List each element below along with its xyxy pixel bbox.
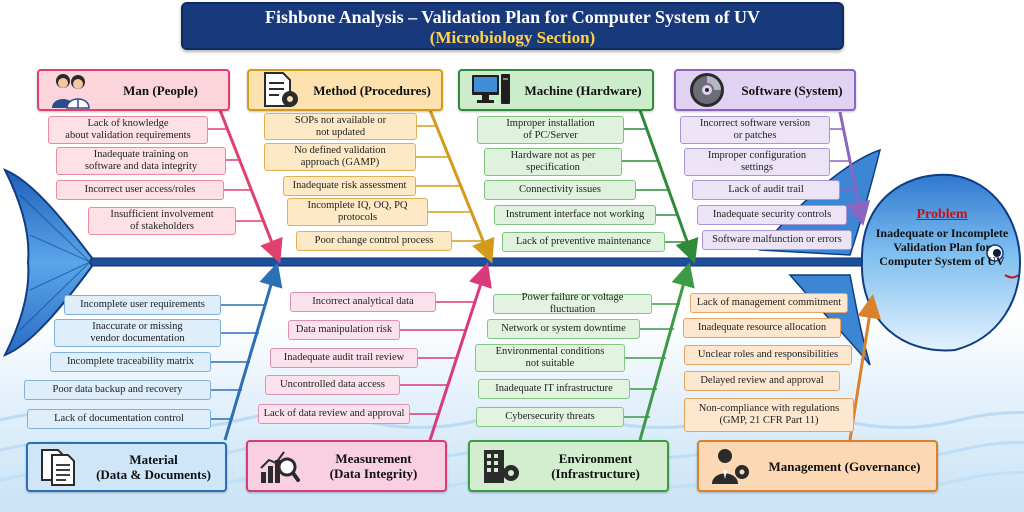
problem-statement: Problem Inadequate or Incomplete Validat… bbox=[866, 208, 1018, 350]
category-method-label: Method (Procedures) bbox=[313, 82, 431, 98]
cause-box: Environmental conditions not suitable bbox=[475, 344, 625, 372]
category-management-label: Management (Governance) bbox=[768, 458, 921, 474]
bone-measurement bbox=[428, 262, 492, 441]
manager-gear-icon bbox=[712, 449, 749, 484]
cause-box: Poor change control process bbox=[296, 231, 452, 251]
cause-box: Inadequate IT infrastructure bbox=[478, 379, 630, 399]
disc-icon bbox=[690, 73, 724, 107]
category-material-label: Material (Data & Documents) bbox=[96, 452, 211, 482]
document-gear-icon bbox=[264, 72, 298, 107]
cause-box: No defined validation approach (GAMP) bbox=[264, 143, 416, 171]
chart-magnifier-icon bbox=[260, 451, 300, 483]
cause-box: Non-compliance with regulations (GMP, 21… bbox=[684, 398, 854, 432]
cause-box: Software malfunction or errors bbox=[702, 230, 852, 250]
cause-box: Improper installation of PC/Server bbox=[477, 116, 624, 144]
cause-box: Incomplete traceability matrix bbox=[50, 352, 211, 372]
cause-box: Incorrect analytical data bbox=[290, 292, 436, 312]
cause-box: Incomplete user requirements bbox=[64, 295, 221, 315]
bone-software bbox=[838, 111, 871, 226]
building-gear-icon bbox=[484, 450, 519, 483]
cause-box: Power failure or voltage fluctuation bbox=[493, 292, 652, 315]
cause-box: Connectivity issues bbox=[484, 180, 636, 200]
bone-machine bbox=[638, 109, 699, 264]
documents-icon bbox=[41, 449, 75, 486]
category-man-label: Man (People) bbox=[123, 82, 198, 98]
cause-box: Improper configuration settings bbox=[684, 148, 830, 176]
cause-box: Unclear roles and responsibilities bbox=[684, 345, 852, 365]
category-measurement-label: Measurement (Data Integrity) bbox=[329, 451, 418, 481]
category-software-label: Software (System) bbox=[741, 82, 843, 98]
cause-box: Lack of data review and approval bbox=[258, 404, 410, 424]
problem-text: Inadequate or Incomplete Validation Plan… bbox=[875, 226, 1009, 268]
category-software: Software (System) bbox=[674, 69, 856, 111]
cause-box: Inadequate resource allocation bbox=[683, 318, 841, 338]
people-icon bbox=[52, 74, 90, 109]
cause-box: Inadequate training on software and data… bbox=[56, 147, 226, 175]
bone-environment bbox=[638, 262, 695, 441]
cause-box: Inaccurate or missing vendor documentati… bbox=[54, 319, 221, 347]
category-environment-label: Environment (Infrastructure) bbox=[551, 451, 640, 481]
cause-box: Lack of documentation control bbox=[27, 409, 211, 429]
cause-box: Incorrect software version or patches bbox=[680, 116, 830, 144]
cause-box: Inadequate audit trail review bbox=[270, 348, 418, 368]
category-method: Method (Procedures) bbox=[247, 69, 443, 111]
cause-box: Lack of audit trail bbox=[692, 180, 840, 200]
cause-box: Incomplete IQ, OQ, PQ protocols bbox=[287, 198, 428, 226]
cause-box: Hardware not as per specification bbox=[484, 148, 622, 176]
fish-spine bbox=[89, 257, 881, 267]
cause-box: Instrument interface not working bbox=[494, 205, 656, 225]
title-main: Fishbone Analysis – Validation Plan for … bbox=[265, 7, 760, 27]
cause-box: Inadequate risk assessment bbox=[283, 176, 416, 196]
category-material: Material (Data & Documents) bbox=[26, 442, 227, 492]
cause-box: Network or system downtime bbox=[487, 319, 640, 339]
problem-heading: Problem bbox=[916, 207, 968, 222]
cause-box: Cybersecurity threats bbox=[476, 407, 624, 427]
title-subtitle: (Microbiology Section) bbox=[429, 28, 596, 47]
fish-tail bbox=[2, 168, 97, 357]
cause-box: Lack of management commitment bbox=[690, 293, 848, 313]
category-machine-label: Machine (Hardware) bbox=[524, 82, 642, 98]
cause-box: Lack of preventive maintenance bbox=[502, 232, 665, 252]
cause-box: Poor data backup and recovery bbox=[24, 380, 211, 400]
category-management: Management (Governance) bbox=[697, 440, 938, 492]
cause-box: SOPs not available or not updated bbox=[264, 113, 417, 140]
cause-box: Inadequate security controls bbox=[697, 205, 847, 225]
bone-method bbox=[428, 109, 495, 264]
cause-box: Uncontrolled data access bbox=[265, 375, 400, 395]
computer-icon bbox=[472, 74, 510, 104]
fish-head bbox=[860, 173, 1022, 352]
bone-man bbox=[218, 109, 283, 264]
category-measurement: Measurement (Data Integrity) bbox=[246, 440, 447, 492]
category-man: Man (People) bbox=[37, 69, 230, 111]
title-banner: Fishbone Analysis – Validation Plan for … bbox=[181, 2, 844, 50]
category-environment: Environment (Infrastructure) bbox=[468, 440, 669, 492]
cause-box: Incorrect user access/roles bbox=[56, 180, 224, 200]
cause-box: Data manipulation risk bbox=[288, 320, 400, 340]
cause-box: Lack of knowledge about validation requi… bbox=[48, 116, 208, 144]
category-machine: Machine (Hardware) bbox=[458, 69, 654, 111]
cause-box: Delayed review and approval bbox=[684, 371, 840, 391]
bone-material bbox=[223, 262, 283, 441]
cause-box: Insufficient involvement of stakeholders bbox=[88, 207, 236, 235]
